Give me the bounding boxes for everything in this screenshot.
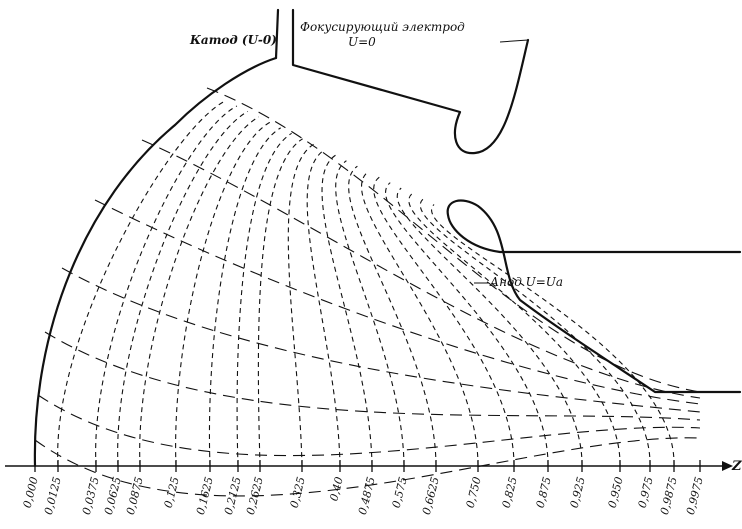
- axis-tick-label: 0,325: [288, 476, 308, 510]
- electron-trajectory: [94, 199, 701, 405]
- focusing-potential-label: U=0: [348, 35, 376, 49]
- equipotential-line: [257, 138, 303, 467]
- equipotential-line: [236, 132, 292, 467]
- electron-trajectories: [34, 87, 701, 497]
- axis-tick-label: 0,0125: [42, 476, 64, 517]
- axis-tick-label: 0,9975: [684, 476, 706, 517]
- equipotential-line: [175, 121, 271, 467]
- equipotential-line: [321, 154, 373, 467]
- axis-tick-label: 0,4875: [356, 476, 378, 517]
- equipotential-line: [373, 176, 515, 467]
- axis-tick-label: 0,575: [390, 476, 410, 510]
- axis-tick-label: 0,0375: [80, 476, 102, 517]
- cathode-stub: [274, 8, 280, 60]
- electron-trajectory: [206, 87, 701, 393]
- equipotential-line: [57, 99, 227, 467]
- cathode-label: Катод (U-0): [190, 33, 277, 47]
- z-axis-arrowhead: [722, 461, 733, 471]
- equipotential-line: [287, 143, 314, 467]
- axis-tick-label: 0,000: [21, 476, 41, 510]
- electron-trajectory: [141, 139, 701, 399]
- cathode-electrode: [33, 56, 278, 468]
- equipotential-line: [431, 204, 675, 467]
- equipotential-line: [361, 171, 479, 467]
- axis-label: Z: [732, 459, 742, 474]
- axis-tick-label: 0,1625: [194, 476, 216, 517]
- equipotential-line: [419, 198, 651, 467]
- axis-tick-label: 0,750: [464, 476, 484, 510]
- anode-electrode: [446, 199, 742, 394]
- axis-tick-label: 0,925: [568, 476, 588, 510]
- equipotential-line: [408, 193, 621, 467]
- focusing-electrode: [291, 8, 530, 155]
- axis-tick-label: 0,6625: [420, 476, 442, 517]
- electron-trajectory: [37, 394, 701, 457]
- focusing-electrode-leader: [499, 39, 529, 43]
- equipotential-line: [396, 187, 583, 467]
- equipotential-line: [117, 110, 249, 467]
- equipotential-lines: [57, 99, 675, 467]
- equipotential-line: [95, 105, 238, 467]
- focusing-electrode-label: Фокусирующий электрод: [300, 20, 465, 34]
- axis-tick-label: 0,950: [606, 476, 626, 510]
- electron-trajectory: [34, 437, 701, 497]
- equipotential-line: [208, 127, 281, 467]
- axis-tick-label: 0,40: [327, 476, 346, 503]
- axis-tick-label: 0,875: [534, 476, 554, 510]
- axis-tick-label: 0,9875: [658, 476, 680, 517]
- equipotential-line: [348, 165, 437, 467]
- axis-tick-label: 0,975: [636, 476, 656, 510]
- axis-tick-label: 0,825: [500, 476, 520, 510]
- equipotential-line: [385, 182, 549, 467]
- equipotential-line: [306, 149, 341, 467]
- axis-tick-label: 0,0875: [124, 476, 146, 517]
- axis-tick-label: 0,0625: [102, 476, 124, 517]
- electron-trajectory: [61, 267, 701, 413]
- anode-label: Анод U=Uа: [490, 275, 564, 289]
